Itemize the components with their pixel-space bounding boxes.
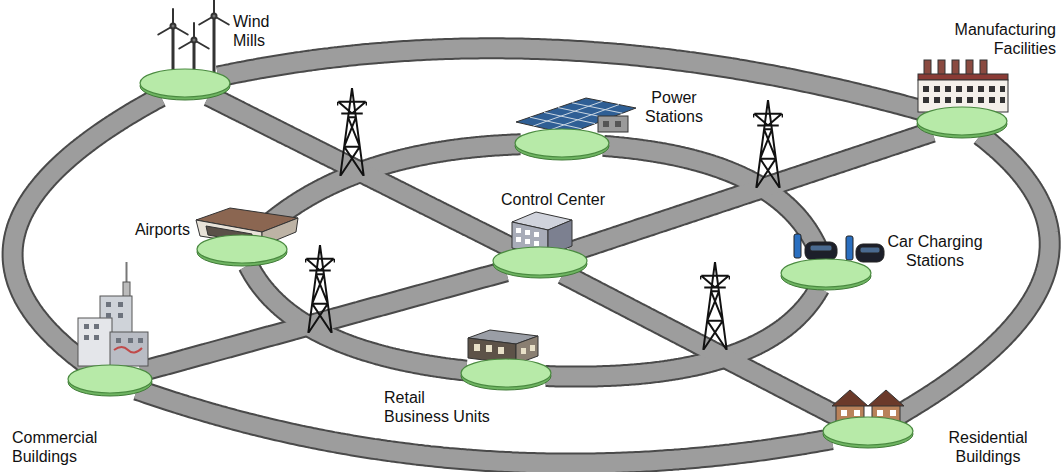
node-label: Power Stations: [632, 88, 716, 126]
transmission-tower: [753, 100, 782, 188]
house-icon: [841, 410, 896, 416]
house-icon: [868, 390, 904, 406]
charging-station-icon: [856, 244, 884, 262]
disk-top: [493, 247, 587, 275]
disk-top: [917, 107, 1007, 135]
node-disk: Airports: [196, 233, 288, 267]
node-disk: Manufacturing Facilities: [916, 105, 1008, 139]
charging-station-icon: [846, 236, 853, 260]
commercial-building-icon: [78, 262, 148, 366]
windmill-icon: [158, 9, 187, 35]
roads: [13, 48, 1050, 463]
windmill-icon: [212, 14, 217, 19]
disk-top: [140, 69, 230, 97]
node-label: Control Center: [478, 190, 628, 209]
charging-station-icon: [805, 242, 837, 260]
road-connector: [890, 135, 1049, 419]
disk-shape: [780, 257, 872, 291]
solar-panel-icon: [615, 121, 621, 127]
node-disk: Control Center: [492, 245, 588, 279]
disk-top: [515, 129, 609, 157]
windmill-icon: [192, 38, 197, 43]
factory-icon: [918, 74, 1008, 80]
node-disk: Commercial Buildings: [67, 363, 153, 397]
commercial-building-icon: [114, 347, 142, 353]
node-label: Manufacturing Facilities: [926, 20, 1056, 58]
windmill-icon: [213, 16, 216, 76]
charging-station-icon: [810, 245, 832, 251]
disk-shape: [139, 67, 231, 101]
disk-shape: [67, 363, 153, 397]
node-label: Airports: [90, 220, 190, 239]
node-label: Car Charging Stations: [872, 232, 998, 270]
charging-station-icon: [860, 247, 880, 253]
solar-panel-icon: [516, 98, 636, 134]
windmill-icon: [171, 24, 176, 29]
disk-top: [68, 365, 152, 393]
solar-panel-icon: [598, 116, 628, 132]
road-outline: [890, 135, 1049, 419]
solar-panel-icon: [603, 121, 609, 127]
windmill-icon: [199, 0, 228, 25]
disk-top: [781, 259, 871, 287]
road-connector: [137, 390, 832, 464]
node-label: Commercial Buildings: [12, 428, 112, 466]
transmission-tower: [700, 262, 729, 350]
node-disk: Retail Business Units: [460, 357, 552, 391]
commercial-building-icon: [110, 332, 148, 366]
road-connector: [570, 132, 932, 252]
commercial-building-icon: [126, 262, 128, 284]
node-disk: Residential Buildings: [822, 415, 914, 449]
transmission-tower: [305, 88, 782, 350]
transmission-tower: [337, 88, 366, 176]
disk-shape: [196, 233, 288, 267]
road-outlines: [13, 48, 1050, 463]
disk-shape: [916, 105, 1008, 139]
disk-top: [461, 359, 551, 387]
road-outline: [137, 390, 832, 464]
disk-shape: [492, 245, 588, 279]
node-label: Retail Business Units: [384, 388, 492, 426]
control-building-icon: [516, 228, 539, 246]
factory-icon: [918, 60, 1008, 112]
node-disk: Car Charging Stations: [780, 257, 872, 291]
factory-icon: [923, 86, 1005, 103]
disk-shape: [460, 357, 552, 391]
node-disk: Wind Mills: [139, 67, 231, 101]
disk-top: [823, 417, 913, 445]
retail-building-icon: [474, 344, 535, 354]
charging-station-icon: [794, 234, 884, 262]
node-label: Residential Buildings: [928, 428, 1048, 466]
charging-station-icon: [794, 234, 801, 258]
node-disk: Power Stations: [514, 127, 610, 161]
transmission-tower: [305, 245, 334, 333]
node-label: Wind Mills: [233, 12, 293, 50]
disk-top: [197, 235, 287, 263]
disk-shape: [514, 127, 610, 161]
solar-panel-icon: [516, 98, 636, 134]
commercial-building-icon: [84, 302, 143, 343]
house-icon: [832, 390, 868, 406]
disk-shape: [822, 415, 914, 449]
windmill-icon: [179, 23, 208, 49]
